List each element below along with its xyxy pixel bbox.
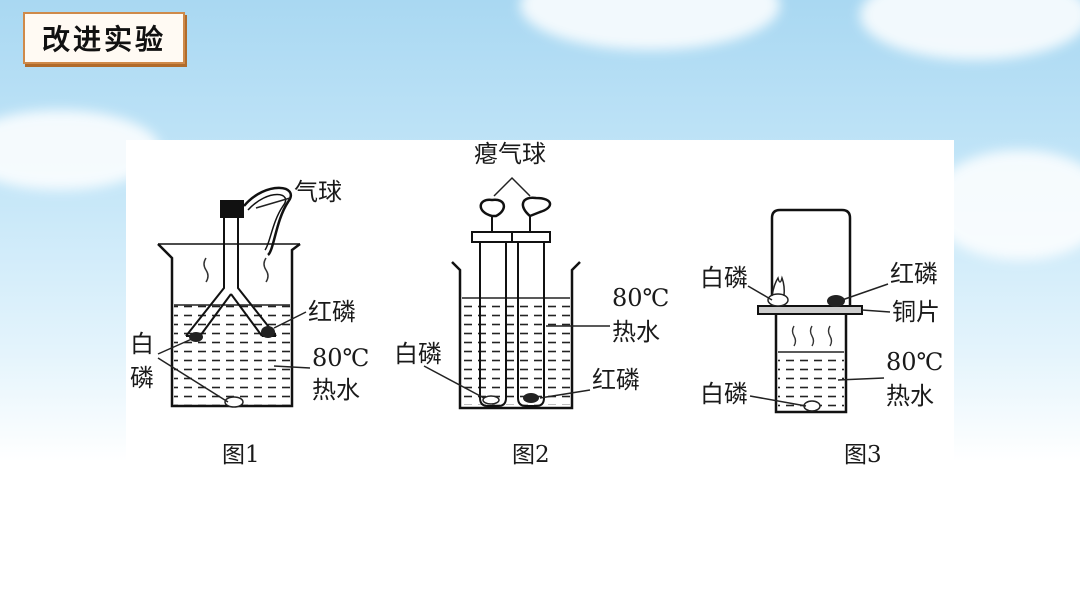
caption-figure-3: 图3: [844, 442, 882, 466]
red-phosphorus: [523, 393, 539, 403]
label-red-phosphorus-2: 红磷: [592, 366, 640, 394]
label-temperature-1: 80℃: [312, 344, 369, 372]
beaker-outline: [451, 261, 581, 410]
flame-icon: [771, 275, 785, 297]
label-hot-water-2: 热水: [612, 318, 660, 346]
label-copper-sheet: 铜片: [892, 298, 940, 326]
y-tube-outer: [185, 216, 277, 337]
slide-title: 改进实验: [41, 23, 166, 56]
red-phosphorus: [261, 326, 275, 338]
label-temperature-3: 80℃: [886, 348, 943, 376]
steam-lines: [203, 257, 269, 283]
figure-3: 白磷 红磷 铜片 80℃ 热水 白磷 图3: [700, 208, 943, 468]
figure-1: 气球 红磷 白 磷 80℃ 热水 图1: [130, 178, 369, 468]
label-balloon-1: 气球: [294, 178, 342, 206]
figure-2: 瘪气球 80℃ 热水 白磷 红磷 图2: [394, 140, 669, 468]
label-red-phosphorus-1: 红磷: [308, 298, 356, 326]
label-flat-balloon-2: 瘪气球: [474, 140, 546, 168]
cloud-decoration: [930, 150, 1080, 260]
white-phosphorus-tube: [189, 332, 203, 342]
white-phosphorus-water: [224, 396, 244, 408]
white-phosphorus: [482, 395, 500, 405]
white-phosphorus-burning: [767, 293, 789, 307]
caption-figure-1: 图1: [222, 442, 260, 466]
experiment-diagram: 气球 红磷 白 磷 80℃ 热水 图1 瘪气球: [130, 140, 943, 468]
label-white-phosphorus-3b: 白磷: [700, 380, 748, 408]
label-hot-water-3: 热水: [886, 382, 934, 410]
stopper-right: [511, 231, 551, 243]
test-tubes: [471, 196, 552, 407]
label-white-phosphorus-1a: 白: [130, 330, 154, 358]
inverted-beaker: [770, 208, 852, 308]
label-white-phosphorus-1b: 磷: [130, 364, 154, 392]
cloud-decoration: [520, 0, 780, 50]
red-phosphorus: [827, 295, 845, 307]
cloud-decoration: [860, 0, 1080, 60]
label-white-phosphorus-3a: 白磷: [700, 264, 748, 292]
lower-beaker: [774, 314, 848, 414]
hot-water: [462, 298, 570, 405]
copper-sheet: [757, 305, 863, 315]
label-white-phosphorus-2: 白磷: [394, 340, 442, 368]
balloon: [243, 186, 292, 256]
flat-balloon-left: [479, 198, 505, 218]
steam-lines: [791, 325, 833, 347]
test-tube-left: [479, 240, 507, 407]
slide-title-box: 改进实验: [23, 12, 185, 64]
label-red-phosphorus-3: 红磷: [890, 260, 938, 288]
y-tube: [185, 186, 292, 408]
flat-balloon-right: [521, 196, 552, 218]
stopper-left: [471, 231, 513, 243]
white-phosphorus-water: [803, 400, 821, 412]
rubber-stopper: [220, 200, 244, 218]
beaker-1: [157, 243, 301, 408]
beaker-2: [451, 261, 581, 410]
label-temperature-2: 80℃: [612, 284, 669, 312]
y-tube-inner: [199, 293, 263, 337]
figure-panel: 气球 红磷 白 磷 80℃ 热水 图1 瘪气球: [126, 140, 954, 468]
label-hot-water-1: 热水: [312, 376, 360, 404]
caption-figure-2: 图2: [512, 442, 550, 466]
hot-water: [174, 305, 290, 405]
test-tube-right: [517, 240, 545, 407]
